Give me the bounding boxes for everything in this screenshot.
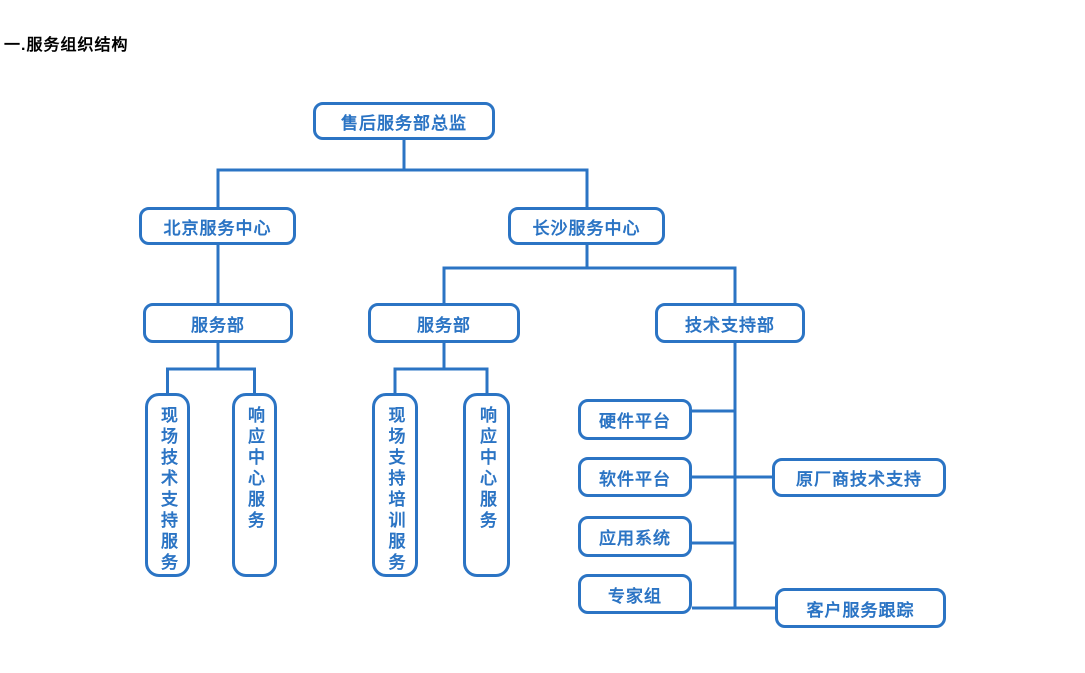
org-node-tech-support-dept-label: 技术支持部 (685, 315, 775, 335)
org-node-tech-support-dept: 技术支持部 (655, 303, 805, 343)
org-node-application-system-label: 应用系统 (599, 529, 671, 548)
org-node-changsha-service-dept: 服务部 (368, 303, 520, 343)
org-node-response-center-service-changsha: 响应中心服务 (463, 393, 510, 577)
org-node-application-system: 应用系统 (578, 516, 692, 557)
org-node-oem-tech-support: 原厂商技术支持 (772, 458, 946, 497)
org-node-changsha-center: 长沙服务中心 (508, 207, 665, 245)
org-node-onsite-support-training-service: 现场支持培训服务 (372, 393, 418, 577)
org-node-response-center-service-beijing: 响应中心服务 (232, 393, 277, 577)
org-node-response-center-service-beijing-label: 响应中心服务 (245, 406, 264, 532)
org-node-expert-group-label: 专家组 (608, 586, 662, 606)
org-node-onsite-support-training-service-label: 现场支持培训服务 (385, 406, 405, 574)
org-node-beijing-service-dept-label: 服务部 (191, 315, 245, 335)
org-node-response-center-service-changsha-label: 响应中心服务 (477, 406, 496, 532)
org-node-hardware-platform-label: 硬件平台 (599, 412, 671, 431)
org-node-onsite-tech-support-service-label: 现场技术支持服务 (158, 406, 177, 574)
org-node-expert-group: 专家组 (578, 574, 692, 614)
org-node-software-platform: 软件平台 (578, 457, 692, 497)
org-node-changsha-service-dept-label: 服务部 (417, 315, 471, 335)
org-node-root: 售后服务部总监 (313, 102, 495, 140)
page-heading: 一.服务组织结构 (4, 37, 129, 54)
org-node-beijing-service-dept: 服务部 (143, 303, 293, 343)
org-node-software-platform-label: 软件平台 (599, 469, 671, 489)
org-node-beijing-center-label: 北京服务中心 (163, 218, 272, 238)
org-node-customer-service-tracking: 客户服务跟踪 (775, 588, 946, 628)
org-node-beijing-center: 北京服务中心 (139, 207, 296, 245)
org-node-changsha-center-label: 长沙服务中心 (532, 218, 641, 238)
org-node-customer-service-tracking-label: 客户服务跟踪 (806, 600, 915, 620)
org-node-hardware-platform: 硬件平台 (578, 399, 692, 440)
org-node-root-label: 售后服务部总监 (341, 113, 467, 133)
org-node-onsite-tech-support-service: 现场技术支持服务 (145, 393, 190, 577)
org-node-oem-tech-support-label: 原厂商技术支持 (796, 470, 922, 489)
